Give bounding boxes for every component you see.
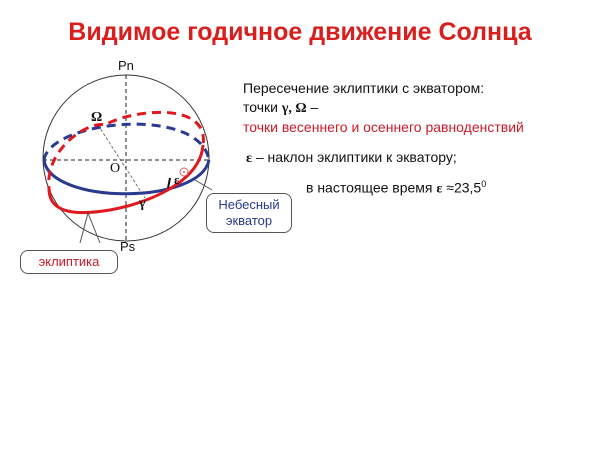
page-title: Видимое годичное движение Солнца	[68, 18, 532, 46]
text-line3: точки весеннего и осеннего равноденствий	[243, 119, 524, 135]
equator-callout: Небесный экватор	[206, 193, 292, 233]
text-line2: точки γ, Ω –	[243, 99, 319, 116]
equator-back	[42, 122, 211, 161]
equator-callout-line2: экватор	[225, 213, 273, 228]
autumn-point-label: Ω	[91, 110, 103, 125]
equator-front	[42, 159, 211, 196]
vernal-point-label: γ	[139, 196, 146, 211]
ecliptic-callout-text: эклиптика	[38, 254, 100, 269]
north-pole-label: Pn	[118, 58, 134, 73]
south-pole-label: Ps	[120, 239, 136, 254]
ecliptic-front	[47, 144, 205, 215]
epsilon-label: ε	[174, 172, 180, 187]
equator-callout-line1: Небесный	[218, 197, 280, 212]
center-label: O	[110, 161, 121, 176]
text-line5: в настоящее время ε ≈23,50	[306, 179, 487, 197]
ecliptic-callout: эклиптика	[20, 250, 118, 274]
text-line1: Пересечение эклиптики с экватором:	[243, 80, 485, 96]
points-symbols: γ, Ω	[281, 101, 307, 116]
text-line4: ε – наклон эклиптики к экватору;	[246, 149, 457, 166]
